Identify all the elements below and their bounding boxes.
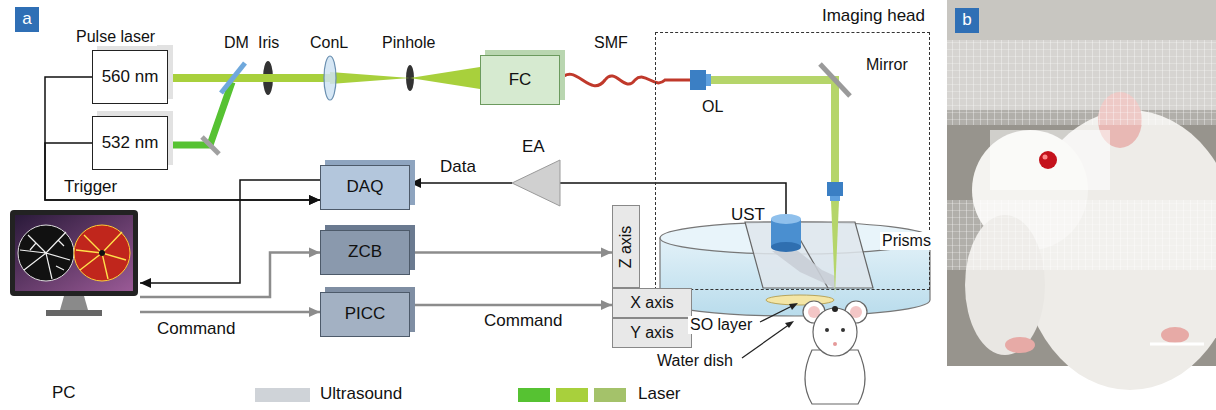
transducer: UST bbox=[771, 214, 801, 252]
connector-line bbox=[410, 304, 612, 307]
signal-connector bbox=[140, 248, 320, 298]
part-label: ConL bbox=[308, 34, 350, 52]
connector-line bbox=[140, 180, 320, 283]
part-label: Prisms bbox=[880, 232, 933, 250]
part-label: Iris bbox=[256, 34, 281, 52]
node-text: PC bbox=[52, 384, 76, 403]
part-label: SO layer bbox=[688, 316, 754, 334]
edge-label: Command bbox=[482, 312, 564, 331]
computer-monitor: PC bbox=[8, 210, 140, 318]
part-label: SMF bbox=[592, 34, 630, 52]
computer-monitor-shape bbox=[8, 210, 140, 318]
arrowhead bbox=[140, 278, 151, 288]
signal-connector bbox=[140, 180, 320, 288]
signal-connector bbox=[140, 307, 320, 317]
edge-label: Trigger bbox=[62, 178, 119, 197]
node-text: Y axis bbox=[630, 324, 673, 342]
part-label: Water dish bbox=[655, 352, 735, 370]
node-text: 532 nm bbox=[102, 134, 159, 153]
laser-box: 532 nm bbox=[92, 116, 168, 170]
node-text: b bbox=[962, 11, 971, 30]
arrowhead bbox=[410, 178, 421, 188]
panel-tag: b bbox=[955, 8, 979, 33]
node-text: X axis bbox=[630, 294, 674, 312]
part-label: DM bbox=[222, 34, 251, 52]
node-text: Z axis bbox=[617, 225, 635, 268]
mouse-cartoon bbox=[803, 301, 867, 404]
legend-text: Laser bbox=[636, 385, 683, 404]
signal-connector bbox=[410, 248, 612, 258]
signal-connector bbox=[45, 143, 320, 205]
node-text: 560 nm bbox=[102, 68, 159, 87]
arrowhead bbox=[309, 195, 320, 205]
part-label: Pinhole bbox=[380, 34, 437, 52]
optics bbox=[168, 56, 850, 182]
legend-extra-swatches bbox=[518, 388, 626, 402]
laser-box: 560 nm bbox=[92, 50, 168, 104]
amplifier-triangle: EA bbox=[512, 160, 560, 206]
signal-connector bbox=[410, 178, 512, 188]
node-text: Imaging head bbox=[822, 7, 925, 26]
arrowhead bbox=[601, 300, 612, 310]
arrowhead bbox=[309, 307, 320, 317]
node-text: EA bbox=[522, 138, 545, 157]
signal-connector bbox=[45, 77, 320, 205]
connector-line bbox=[45, 77, 320, 200]
stage-axis: Y axis bbox=[612, 318, 692, 348]
device-box: DAQ bbox=[320, 165, 410, 210]
arrowhead bbox=[309, 195, 320, 205]
node-text: FC bbox=[509, 71, 532, 90]
panel-tag: a bbox=[15, 7, 39, 32]
legend-swatch bbox=[255, 388, 310, 402]
device-box: PICC bbox=[320, 292, 410, 337]
node-text: a bbox=[22, 10, 31, 29]
edge-label: Data bbox=[438, 158, 478, 177]
part-label: OL bbox=[700, 98, 725, 116]
legend-text: Ultrasound bbox=[318, 385, 404, 404]
amplifier-triangle-shape bbox=[512, 160, 560, 206]
connector-line bbox=[410, 182, 512, 184]
arrowhead bbox=[309, 248, 320, 258]
arrowhead bbox=[601, 248, 612, 258]
part-label: Pulse laser bbox=[74, 28, 157, 46]
device-box: ZCB bbox=[320, 230, 410, 275]
part-label: Mirror bbox=[864, 56, 910, 74]
connector-line bbox=[45, 143, 320, 200]
edge-label: Command bbox=[155, 320, 237, 339]
transducer-shape bbox=[771, 214, 801, 252]
stage-axis: X axis bbox=[612, 288, 692, 318]
signal-connector bbox=[410, 300, 612, 310]
node-text: ZCB bbox=[348, 243, 382, 262]
connector-line bbox=[410, 251, 612, 254]
node-text: UST bbox=[731, 206, 765, 225]
fiber-coupler-box: FC bbox=[480, 55, 560, 105]
stage-axis: Z axis bbox=[612, 205, 640, 288]
connector-line bbox=[140, 311, 320, 314]
node-text: PICC bbox=[345, 305, 386, 324]
connector-line bbox=[140, 253, 320, 298]
node-text: DAQ bbox=[347, 178, 384, 197]
rat-photo bbox=[947, 0, 1216, 390]
legend-swatch bbox=[556, 388, 588, 402]
